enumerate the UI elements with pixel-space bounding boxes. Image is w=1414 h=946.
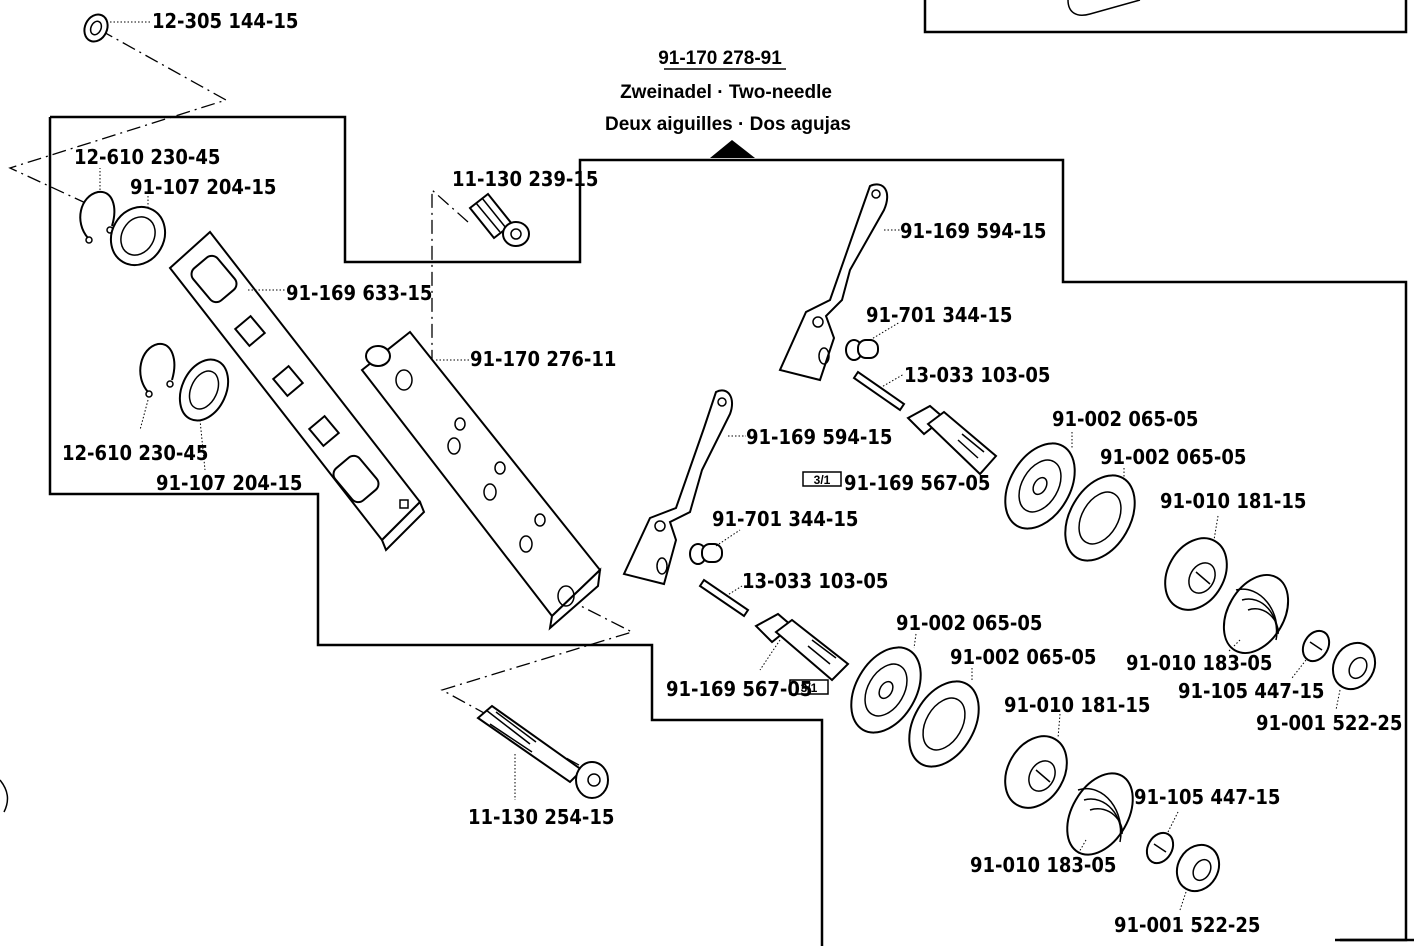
lever-upper: [778, 183, 889, 382]
screw-upper: [468, 192, 530, 247]
label-stud-upper: 91-169 567-05: [844, 471, 990, 495]
screw-lower: [476, 704, 609, 799]
label-screw-lower: 11-130 254-15: [468, 805, 614, 829]
retaining-ring-upper: [79, 190, 116, 244]
label-lever-upper: 91-169 594-15: [900, 219, 1046, 243]
label-pin-lower: 13-033 103-05: [742, 569, 888, 593]
spring-lower: [1066, 772, 1134, 856]
bracket-body: [360, 330, 602, 631]
label-pin-upper: 13-033 103-05: [904, 363, 1050, 387]
header-line-2: Deux aiguilles · Dos agujas: [605, 114, 851, 135]
disc-upper-b: [1064, 474, 1136, 562]
label-washer-lower: 91-107 204-15: [156, 471, 302, 495]
header-pointer-triangle: [710, 140, 755, 158]
label-washer-top: 12-305 144-15: [152, 9, 298, 33]
inset-partial-shape: [1067, 0, 1141, 16]
spring-upper: [1222, 574, 1290, 654]
label-bracket-body: 91-170 276-11: [470, 347, 616, 371]
cap-upper: [1164, 537, 1228, 611]
nut-lower: [1175, 843, 1221, 893]
washer-upper: [109, 205, 167, 267]
header-line-1: Zweinadel · Two-needle: [620, 82, 832, 103]
badge-lower: [789, 679, 829, 695]
stud-lower: [754, 612, 850, 682]
disc-upper-a: [1004, 442, 1076, 530]
left-edge-fragment: [0, 779, 9, 813]
label-cap-upper: 91-010 181-15: [1160, 489, 1306, 513]
label-disc-lower-a: 91-002 065-05: [896, 611, 1042, 635]
washer-small-lower: [1145, 831, 1175, 865]
label-cap-lower: 91-010 181-15: [1004, 693, 1150, 717]
svg-text:3/1: 3/1: [814, 473, 831, 487]
label-screw-upper: 11-130 239-15: [452, 167, 598, 191]
guide-plate: [168, 230, 426, 552]
assembly-outline: [50, 115, 1408, 942]
header-part-number: 91-170 278-91: [658, 48, 782, 69]
washer-top: [83, 13, 109, 43]
label-screw-lever-lower: 91-701 344-15: [712, 507, 858, 531]
label-nut-upper: 91-001 522-25: [1256, 711, 1402, 735]
pin-upper: [852, 370, 906, 412]
assembly-outline-left: [48, 117, 824, 946]
label-retaining-ring-lower: 12-610 230-45: [62, 441, 208, 465]
pin-lower: [698, 578, 750, 618]
disc-lower-b: [908, 680, 980, 768]
label-disc-lower-b: 91-002 065-05: [950, 645, 1096, 669]
screw-lever-lower: [689, 543, 723, 565]
label-stud-lower: 91-169 567-05: [666, 677, 812, 701]
nut-upper: [1331, 641, 1377, 691]
label-screw-lever-upper: 91-701 344-15: [866, 303, 1012, 327]
label-spring-upper: 91-010 183-05: [1126, 651, 1272, 675]
retaining-ring-lower: [139, 342, 176, 398]
label-guide-plate: 91-169 633-15: [286, 281, 432, 305]
label-nut-lower: 91-001 522-25: [1114, 913, 1260, 937]
axis-line-top: [8, 29, 228, 206]
label-washer-small-upper: 91-105 447-15: [1178, 679, 1324, 703]
washer-small-upper: [1301, 629, 1331, 663]
label-spring-lower: 91-010 183-05: [970, 853, 1116, 877]
washer-lower: [178, 358, 230, 422]
cap-lower: [1004, 735, 1068, 809]
label-washer-upper: 91-107 204-15: [130, 175, 276, 199]
label-lever-lower: 91-169 594-15: [746, 425, 892, 449]
svg-text:3/1: 3/1: [801, 681, 818, 695]
top-right-inset-frame: [923, 0, 1408, 34]
lever-lower: [622, 389, 734, 586]
stud-upper: [906, 404, 998, 476]
badge-upper: [802, 471, 842, 487]
disc-lower-a: [850, 646, 922, 734]
label-disc-upper-a: 91-002 065-05: [1052, 407, 1198, 431]
label-washer-small-lower: 91-105 447-15: [1134, 785, 1280, 809]
screw-lever-upper: [845, 339, 879, 361]
label-disc-upper-b: 91-002 065-05: [1100, 445, 1246, 469]
label-retaining-ring-upper: 12-610 230-45: [74, 145, 220, 169]
